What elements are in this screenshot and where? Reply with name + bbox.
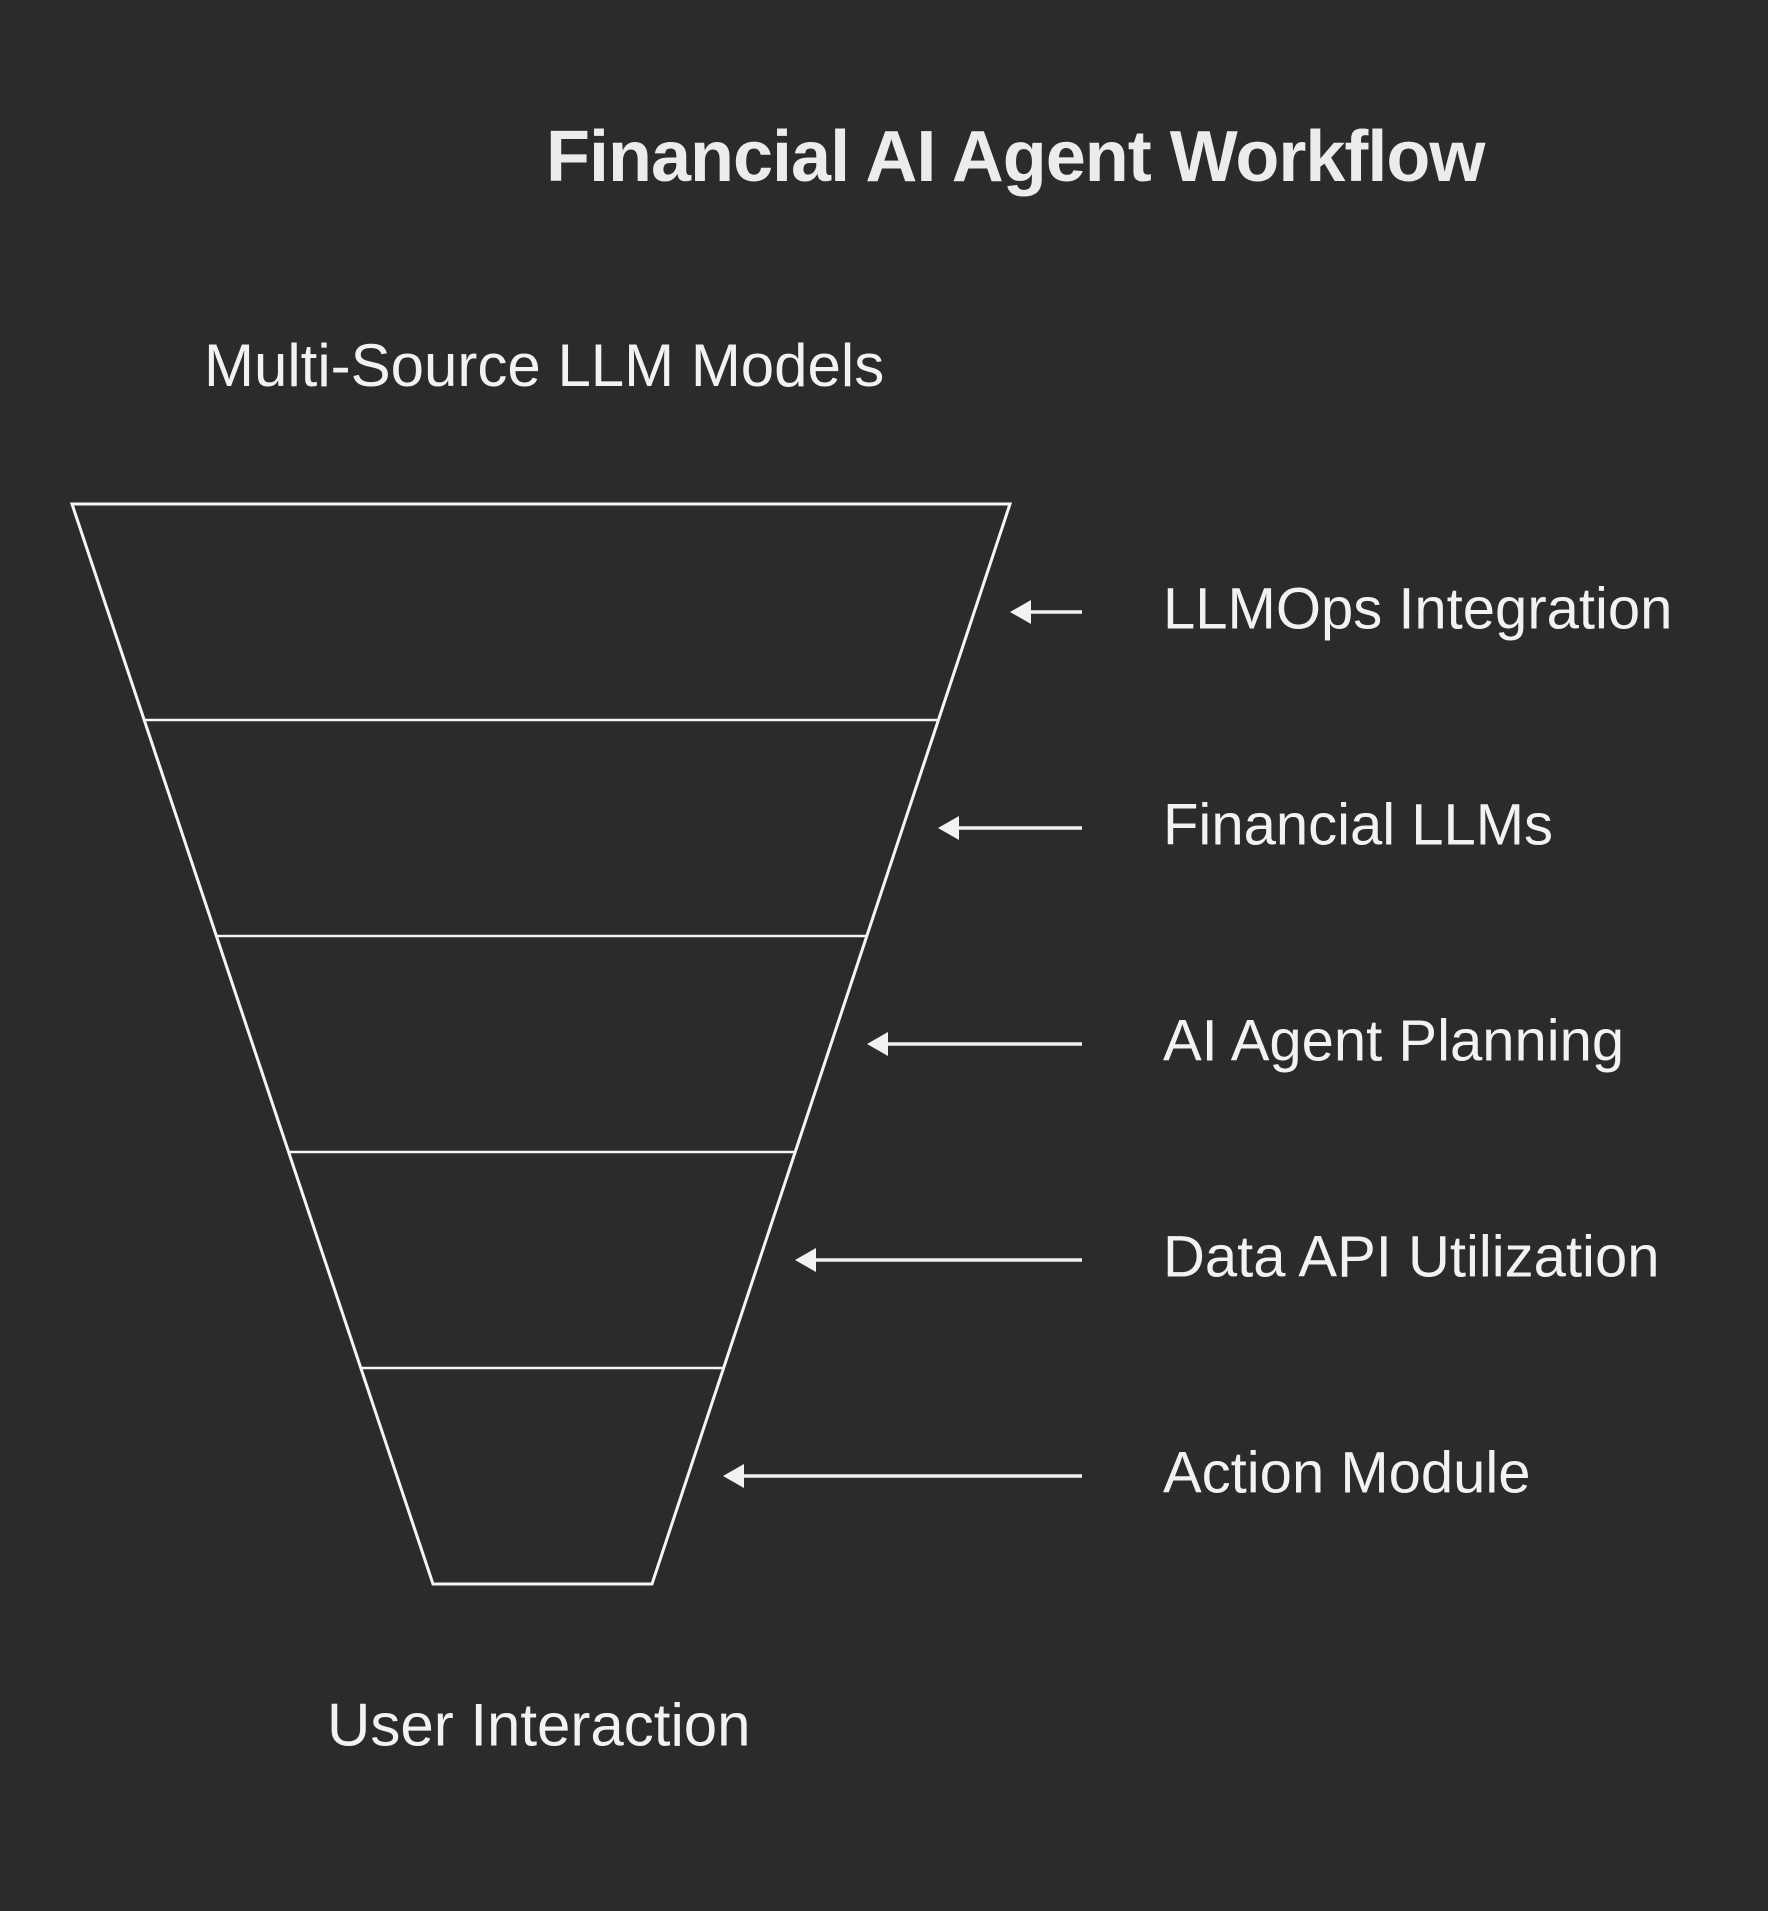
funnel-outline — [69, 502, 1013, 1586]
stage-label-data-api-utilization: Data API Utilization — [1163, 1224, 1660, 1290]
stage-label-ai-agent-planning: AI Agent Planning — [1163, 1008, 1625, 1074]
left-arrow-icon — [723, 1464, 1082, 1488]
left-arrow-icon — [795, 1248, 1082, 1272]
left-arrow-icon — [867, 1032, 1082, 1056]
stage-label-financial-llms: Financial LLMs — [1163, 792, 1554, 858]
left-arrow-icon — [1010, 600, 1082, 624]
diagram-title: Financial AI Agent Workflow — [546, 117, 1485, 197]
funnel-bottom-label: User Interaction — [327, 1691, 751, 1759]
stage-label-action-module: Action Module — [1163, 1440, 1531, 1506]
funnel-top-label: Multi-Source LLM Models — [204, 332, 885, 399]
stage-label-llmops-integration: LLMOps Integration — [1163, 576, 1673, 642]
left-arrow-icon — [938, 816, 1082, 840]
